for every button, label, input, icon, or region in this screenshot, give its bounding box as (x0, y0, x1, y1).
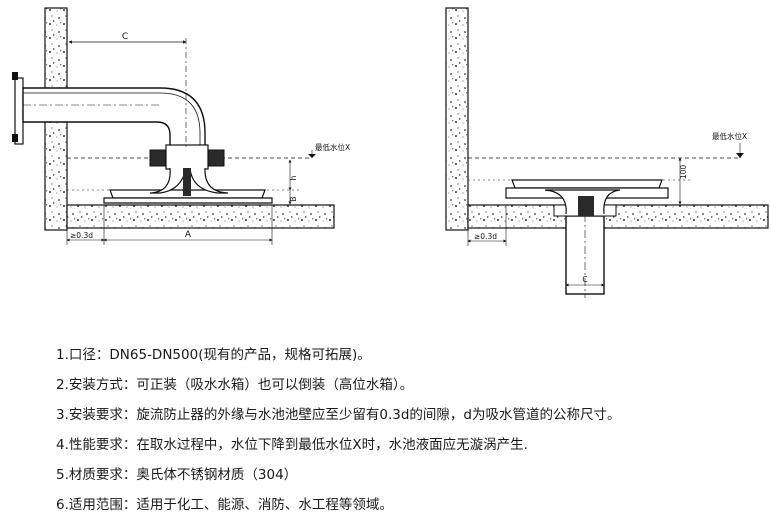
left-dim-a: A (185, 230, 192, 240)
note-number: 2. (56, 377, 69, 393)
note-text: 性能要求：在取水过程中，水位下降到最低水位X时，水池液面应无漩涡产生. (68, 437, 528, 453)
note-item: 4.性能要求：在取水过程中，水位下降到最低水位X时，水池液面应无漩涡产生. (56, 430, 756, 460)
notes-list: 1.口径：DN65-DN500(现有的产品，规格可拓展)。 2.安装方式：可正装… (56, 340, 756, 520)
note-item: 3.安装要求：旋流防止器的外缘与水池池壁应至少留有0.3d的间隙，d为吸水管道的… (56, 400, 756, 430)
note-number: 1. (56, 347, 69, 363)
vortex-preventer-left (103, 167, 273, 204)
note-item: 5.材质要求：奥氏体不锈钢材质（304） (56, 460, 756, 490)
note-number: 4. (56, 437, 69, 453)
note-text: 口径：DN65-DN500(现有的产品，规格可拓展)。 (68, 347, 371, 363)
installation-diagram: C h B 最低水位X ≥0.3d A (12, 7, 769, 298)
left-dim-gap: ≥0.3d (70, 231, 93, 240)
note-number: 5. (56, 467, 69, 483)
note-text: 安装要求：旋流防止器的外缘与水池池壁应至少留有0.3d的间隙，d为吸水管道的公称… (68, 407, 621, 423)
note-text: 适用范围：适用于化工、能源、消防、水工程等领域。 (68, 497, 393, 513)
left-diagram: C h B 最低水位X ≥0.3d A (12, 7, 350, 245)
note-number: 6. (56, 497, 69, 513)
left-floor (66, 204, 335, 229)
note-text: 材质要求：奥氏体不锈钢材质（304） (68, 467, 298, 483)
right-wall (445, 7, 469, 231)
left-water-level-label: 最低水位X (315, 142, 350, 152)
left-dim-h: h (289, 175, 298, 180)
left-dim-b: B (289, 196, 298, 201)
note-item: 1.口径：DN65-DN500(现有的产品，规格可拓展)。 (56, 340, 756, 370)
right-dim-c: C (582, 275, 587, 284)
right-diagram: 100 最低水位X ≥0.3d C (445, 7, 769, 298)
note-item: 2.安装方式：可正装（吸水水箱）也可以倒装（高位水箱）。 (56, 370, 756, 400)
left-dim-c: C (122, 32, 128, 42)
vortex-preventer-right (505, 179, 669, 216)
right-floor (467, 204, 769, 229)
right-water-level-label: 最低水位X (712, 131, 747, 141)
right-dim-gap: ≥0.3d (474, 232, 497, 241)
right-dim-100: 100 (679, 165, 688, 180)
note-text: 安装方式：可正装（吸水水箱）也可以倒装（高位水箱）。 (68, 377, 414, 393)
note-item: 6.适用范围：适用于化工、能源、消防、水工程等领域。 (56, 490, 756, 520)
pipe-clamp-right (207, 149, 225, 167)
note-number: 3. (56, 407, 69, 423)
pipe-clamp-left (149, 149, 167, 167)
